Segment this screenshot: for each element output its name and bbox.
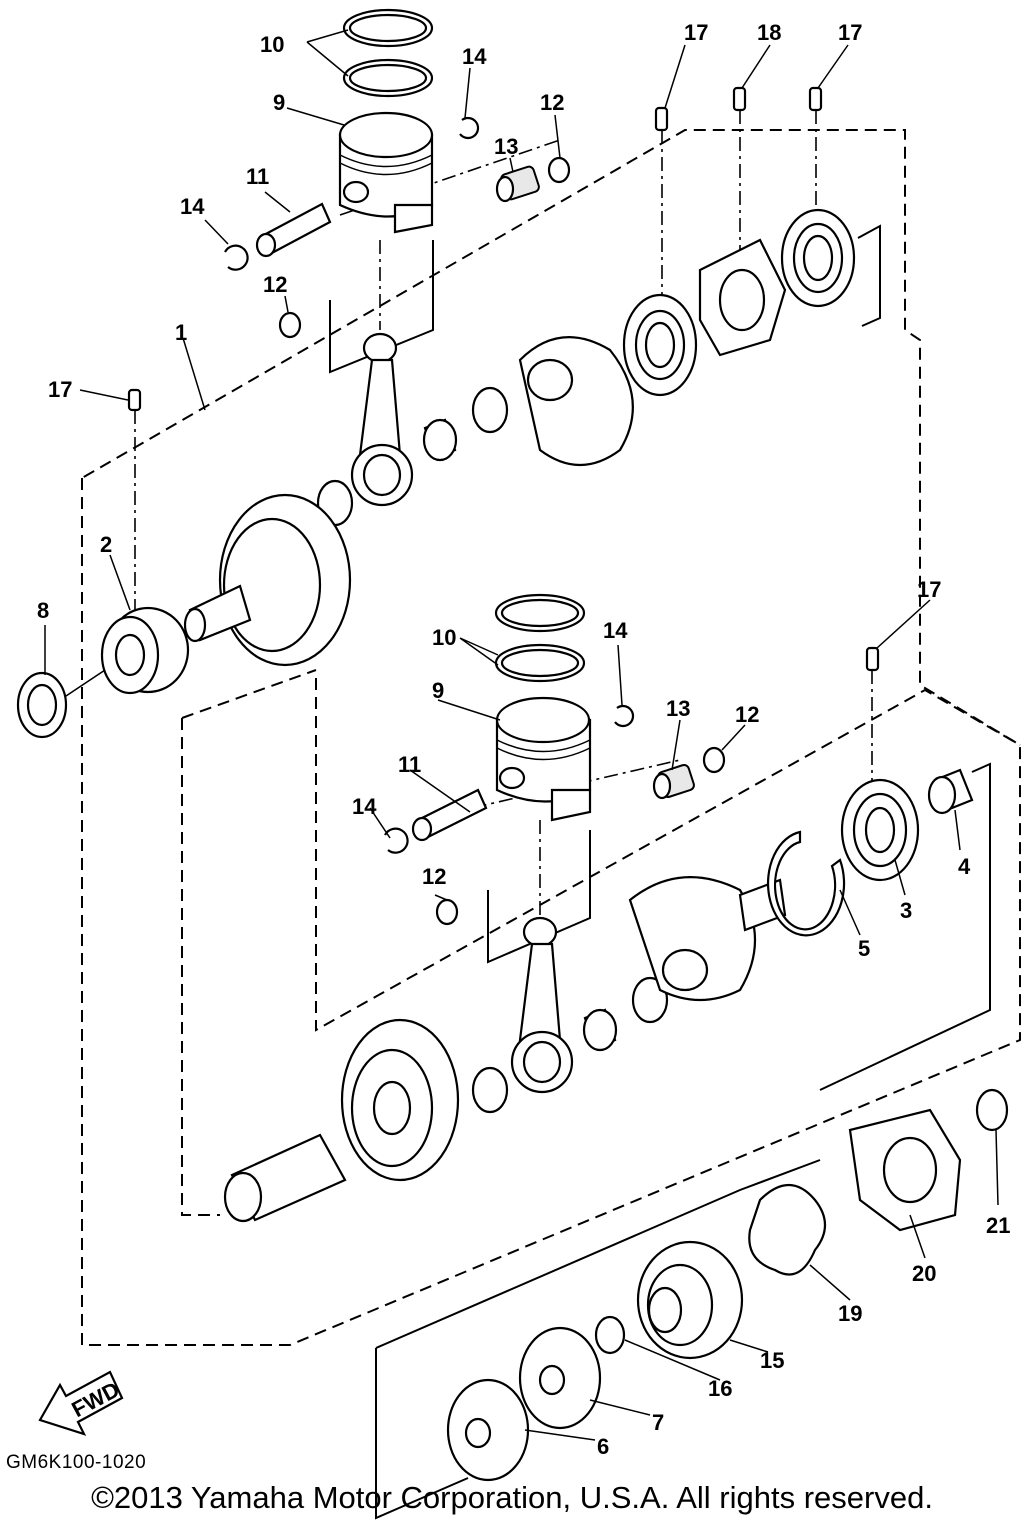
callout-12-upper-a: 12 xyxy=(540,90,564,115)
crank-web-upper-right xyxy=(518,336,634,467)
crank-washer-d xyxy=(631,976,669,1024)
callout-12-lower-b: 12 xyxy=(422,864,446,889)
callout-1: 1 xyxy=(175,320,187,345)
main-bearing-upper-a xyxy=(622,293,698,397)
diagram-code: GM6K100-1020 xyxy=(6,1452,147,1473)
callout-6: 6 xyxy=(597,1434,609,1459)
main-bearing-left xyxy=(100,606,190,695)
callout-14-lower-b: 14 xyxy=(352,794,377,819)
crank-washer-c xyxy=(471,1066,509,1114)
piston-ring-lower-bottom xyxy=(494,643,586,683)
o-ring-16 xyxy=(594,1315,626,1355)
callout-11-upper: 11 xyxy=(246,164,269,189)
thrust-washer-6 xyxy=(446,1378,530,1482)
callout-10-upper: 10 xyxy=(260,32,284,57)
connecting-rod-lower xyxy=(510,916,574,1094)
callout-8: 8 xyxy=(37,598,49,623)
connecting-rod-upper xyxy=(350,332,414,507)
dowel-pin-d xyxy=(127,388,142,412)
piston-clip-lower-b xyxy=(384,827,409,854)
leader-lines xyxy=(44,29,999,1441)
piston-clip-upper-a xyxy=(459,116,480,140)
callouts: 10 14 9 12 13 11 14 12 17 18 17 1 17 2 8… xyxy=(37,20,1010,1459)
callout-13-upper: 13 xyxy=(494,134,518,159)
collar-4 xyxy=(927,768,974,815)
crank-pin-bearing-lower xyxy=(582,1008,618,1052)
dowel-pin-a xyxy=(654,106,669,132)
callout-20: 20 xyxy=(912,1261,936,1286)
washer-lower-a xyxy=(702,746,726,774)
needle-bearing-upper xyxy=(495,165,540,203)
piston-ring-lower-top xyxy=(494,593,586,633)
callout-17-left: 17 xyxy=(48,377,72,402)
dowel-pin-e xyxy=(865,646,880,672)
callout-12-upper-b: 12 xyxy=(263,272,287,297)
forward-arrow-icon: FWD xyxy=(38,1370,124,1436)
copyright-notice: ©2013 Yamaha Motor Corporation, U.S.A. A… xyxy=(91,1480,933,1515)
flywheel-hub-15 xyxy=(636,1240,744,1360)
dowel-pin-b xyxy=(732,86,747,112)
piston-clip-lower-a xyxy=(614,704,635,728)
crank-web-upper-left xyxy=(183,493,352,667)
piston-lower xyxy=(495,696,592,822)
assembly-outline-lower xyxy=(181,678,1021,1216)
main-bearing-3 xyxy=(840,778,920,882)
callout-13-lower: 13 xyxy=(666,696,690,721)
callout-9-upper: 9 xyxy=(273,90,285,115)
piston-ring-upper-top xyxy=(342,8,434,48)
callout-21: 21 xyxy=(986,1213,1010,1238)
oil-seal-21 xyxy=(975,1088,1009,1132)
bracket-right-lower xyxy=(819,762,991,1091)
piston-clip-upper-b xyxy=(224,244,249,271)
bracket-right-upper xyxy=(857,224,881,327)
damper-19 xyxy=(748,1184,827,1276)
callout-5: 5 xyxy=(858,936,870,961)
callout-16: 16 xyxy=(708,1376,732,1401)
callout-3: 3 xyxy=(900,898,912,923)
callout-15: 15 xyxy=(760,1348,784,1373)
coupling-hub-20 xyxy=(848,1108,962,1232)
assembly-outline-upper xyxy=(81,129,1021,1346)
callout-14-upper-a: 14 xyxy=(462,44,487,69)
piston-pin-lower xyxy=(411,788,488,842)
callout-14-upper-b: 14 xyxy=(180,194,205,219)
washer-upper-b xyxy=(278,311,302,339)
callout-11-lower: 11 xyxy=(398,752,421,777)
main-bearing-upper-b xyxy=(780,208,856,308)
bracket-bottom xyxy=(375,1159,821,1520)
callout-10-lower: 10 xyxy=(432,625,456,650)
dowel-pin-c xyxy=(808,86,823,112)
oil-seal-left xyxy=(16,671,68,739)
oil-seal-hub-18 xyxy=(698,238,787,357)
piston-ring-upper-bottom xyxy=(342,58,434,98)
callout-12-lower-a: 12 xyxy=(735,702,759,727)
callout-19: 19 xyxy=(838,1301,862,1326)
crank-pin-bearing xyxy=(422,418,458,462)
centerline-lower xyxy=(419,670,873,915)
piston-pin-upper xyxy=(255,202,332,258)
thrust-washer-7 xyxy=(518,1326,602,1430)
needle-bearing-lower xyxy=(652,763,695,800)
callout-17-top-a: 17 xyxy=(684,20,708,45)
callout-2: 2 xyxy=(100,532,112,557)
callout-14-lower-a: 14 xyxy=(603,618,628,643)
callout-4: 4 xyxy=(958,854,971,879)
callout-9-lower: 9 xyxy=(432,678,444,703)
crank-web-lower-left xyxy=(340,1018,460,1182)
callout-18: 18 xyxy=(757,20,781,45)
assembly-outline-inner xyxy=(181,669,317,719)
callout-17-top-b: 17 xyxy=(838,20,862,45)
crank-washer-b xyxy=(471,386,509,434)
piston-upper xyxy=(338,111,434,234)
washer-upper-a xyxy=(547,156,571,184)
centerline-top xyxy=(339,110,817,330)
crank-end-shaft xyxy=(223,1133,347,1223)
washer-lower-b xyxy=(435,898,459,926)
callout-7: 7 xyxy=(652,1410,664,1435)
callout-17-lower: 17 xyxy=(917,577,941,602)
snap-ring-5 xyxy=(766,830,846,937)
